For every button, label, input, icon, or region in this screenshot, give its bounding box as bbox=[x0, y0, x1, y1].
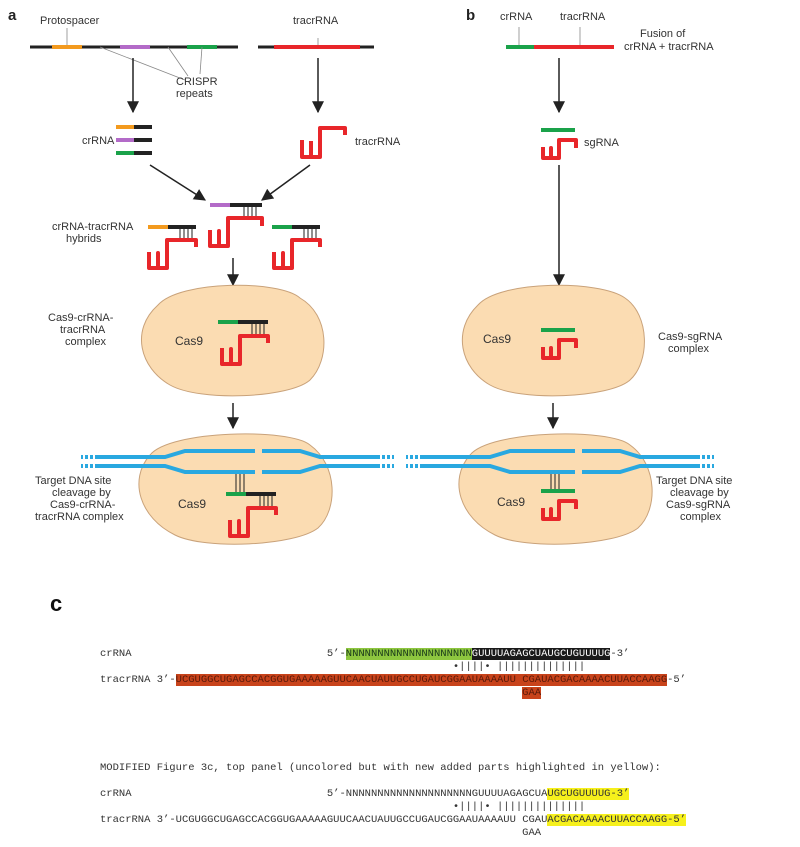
target-a-label-1: Target DNA site bbox=[35, 475, 111, 487]
hybrids-label-2: hybrids bbox=[66, 233, 102, 245]
mod-loop-row: GAA bbox=[100, 827, 541, 840]
crrna-label-b: crRNA bbox=[500, 11, 533, 23]
dna-duplex bbox=[406, 449, 714, 474]
three-prime-label: 3’- bbox=[156, 814, 176, 826]
sgrna-in-cas9 bbox=[541, 328, 578, 360]
tracrrna-five-prime: -5’ bbox=[667, 674, 687, 686]
mod-tracrrna-main: UCGUGGCUGAGCCACGGUGAAAAAGUUCAACUAUUGCCUG… bbox=[175, 814, 548, 826]
cas9-label: Cas9 bbox=[178, 497, 206, 511]
loop-row: GAA bbox=[100, 687, 542, 700]
target-a-label-2: cleavage by bbox=[52, 487, 111, 499]
dna-duplex bbox=[81, 449, 394, 474]
arrow-icon bbox=[149, 164, 207, 201]
tracrrna-label: tracrRNA bbox=[100, 814, 151, 826]
crrna-label: crRNA bbox=[100, 788, 132, 800]
arrow-icon bbox=[261, 164, 311, 201]
crrna-spacer: NNNNNNNNNNNNNNNNNNNN bbox=[345, 648, 472, 660]
complex-a-label-1: Cas9-crRNA- bbox=[48, 312, 114, 324]
tracrrna-sequence-row: tracrRNA 3’-UCGUGGCUGAGCCACGGUGAAAAAGUUC… bbox=[100, 674, 686, 687]
five-prime-label: 5’- bbox=[326, 648, 346, 660]
modified-caption: MODIFIED Figure 3c, top panel (uncolored… bbox=[100, 762, 661, 774]
crrna-repeat: GUUUUAGAGCUAUGCUGUUUUG bbox=[471, 648, 611, 660]
callout-lines bbox=[66, 28, 203, 81]
target-b-label-4: complex bbox=[680, 511, 721, 523]
hybrid-green bbox=[272, 225, 322, 270]
cas9-label: Cas9 bbox=[497, 495, 525, 509]
sgrna-label: sgRNA bbox=[584, 137, 620, 149]
complex-a-label-2: tracrRNA bbox=[60, 324, 106, 336]
panel-c-letter: c bbox=[50, 591, 63, 616]
mod-tracrrna-row: tracrRNA 3’-UCGUGGCUGAGCCACGGUGAAAAAGUUC… bbox=[100, 814, 687, 827]
cas9-protein bbox=[461, 284, 645, 397]
crispr-repeats-label-2: repeats bbox=[176, 88, 213, 100]
target-b-label-2: cleavage by bbox=[670, 487, 729, 499]
cas9-protein bbox=[141, 284, 325, 397]
fusion-label-1: Fusion of bbox=[640, 28, 686, 40]
crrna-tracrrna-in-cas9 bbox=[218, 320, 270, 366]
three-prime-label: 3’- bbox=[156, 674, 176, 686]
crrna-label: crRNA bbox=[82, 135, 115, 147]
panel-b-letter: b bbox=[466, 7, 475, 24]
tracrrna-label: tracrRNA bbox=[100, 674, 151, 686]
target-a-label-3: Cas9-crRNA- bbox=[50, 499, 116, 511]
hybrid-purple bbox=[208, 203, 264, 248]
mod-pairing-row: •||||• |||||||||||||| bbox=[100, 801, 585, 814]
hybrid-orange bbox=[147, 225, 198, 270]
target-a-label-4: tracrRNA complex bbox=[35, 511, 124, 523]
gaa-loop: GAA bbox=[522, 687, 542, 699]
complex-b-label-2: complex bbox=[668, 343, 709, 355]
base-pairing: •||||• |||||||||||||| bbox=[452, 801, 586, 813]
gaa-loop: GAA bbox=[522, 827, 542, 839]
protospacer-label: Protospacer bbox=[40, 15, 100, 27]
crrna-three-prime: -3’ bbox=[610, 648, 630, 660]
complex-a-label-3: complex bbox=[65, 336, 106, 348]
tracrrna-hairpin bbox=[300, 126, 347, 159]
pairing-row: •||||• |||||||||||||| bbox=[100, 661, 585, 674]
complex-b-label-1: Cas9-sgRNA bbox=[658, 331, 723, 343]
crrna-label: crRNA bbox=[100, 648, 132, 660]
sgrna-in-cas9-target bbox=[541, 474, 578, 521]
tracrrna-sequence: UCGUGGCUGAGCCACGGUGAAAAAGUUCAACUAUUGCCUG… bbox=[175, 674, 668, 686]
sgrna-fusion bbox=[506, 27, 614, 49]
crispr-repeats-label-1: CRISPR bbox=[176, 76, 218, 88]
crrna-sequence-row: crRNA 5’-NNNNNNNNNNNNNNNNNNNNGUUUUAGAGCU… bbox=[100, 648, 629, 661]
hybrids-label-1: crRNA-tracrRNA bbox=[52, 221, 134, 233]
base-pairing: •||||• |||||||||||||| bbox=[452, 661, 586, 673]
crispr-diagram: a b Protospacer CRISPR repeats tracrRNA … bbox=[8, 7, 732, 545]
tracrrna-label: tracrRNA bbox=[355, 136, 401, 148]
panel-a-letter: a bbox=[8, 7, 17, 24]
five-prime-label: 5’- bbox=[326, 788, 346, 800]
target-b-label-3: Cas9-sgRNA bbox=[666, 499, 731, 511]
tracrrna-label-b: tracrRNA bbox=[560, 11, 606, 23]
cas9-label: Cas9 bbox=[175, 334, 203, 348]
mod-crrna-added: UGCUGUUUUG-3’ bbox=[547, 788, 630, 800]
target-b-label-1: Target DNA site bbox=[656, 475, 732, 487]
sgrna-hairpin bbox=[541, 128, 578, 160]
mod-tracrrna-added: ACGACAAAACUUACCAAGG-5’ bbox=[547, 814, 687, 826]
tracrrna-gene-label: tracrRNA bbox=[293, 15, 339, 27]
guide-in-cas9-target bbox=[226, 474, 278, 538]
tracrrna-gene bbox=[258, 38, 374, 49]
mod-crrna-row: crRNA 5’-NNNNNNNNNNNNNNNNNNNNGUUUUAGAGCU… bbox=[100, 788, 630, 801]
mod-crrna-main: NNNNNNNNNNNNNNNNNNNNGUUUUAGAGCUA bbox=[345, 788, 548, 800]
crrna-set bbox=[116, 125, 152, 155]
fusion-label-2: crRNA + tracrRNA bbox=[624, 41, 714, 53]
cas9-label: Cas9 bbox=[483, 332, 511, 346]
